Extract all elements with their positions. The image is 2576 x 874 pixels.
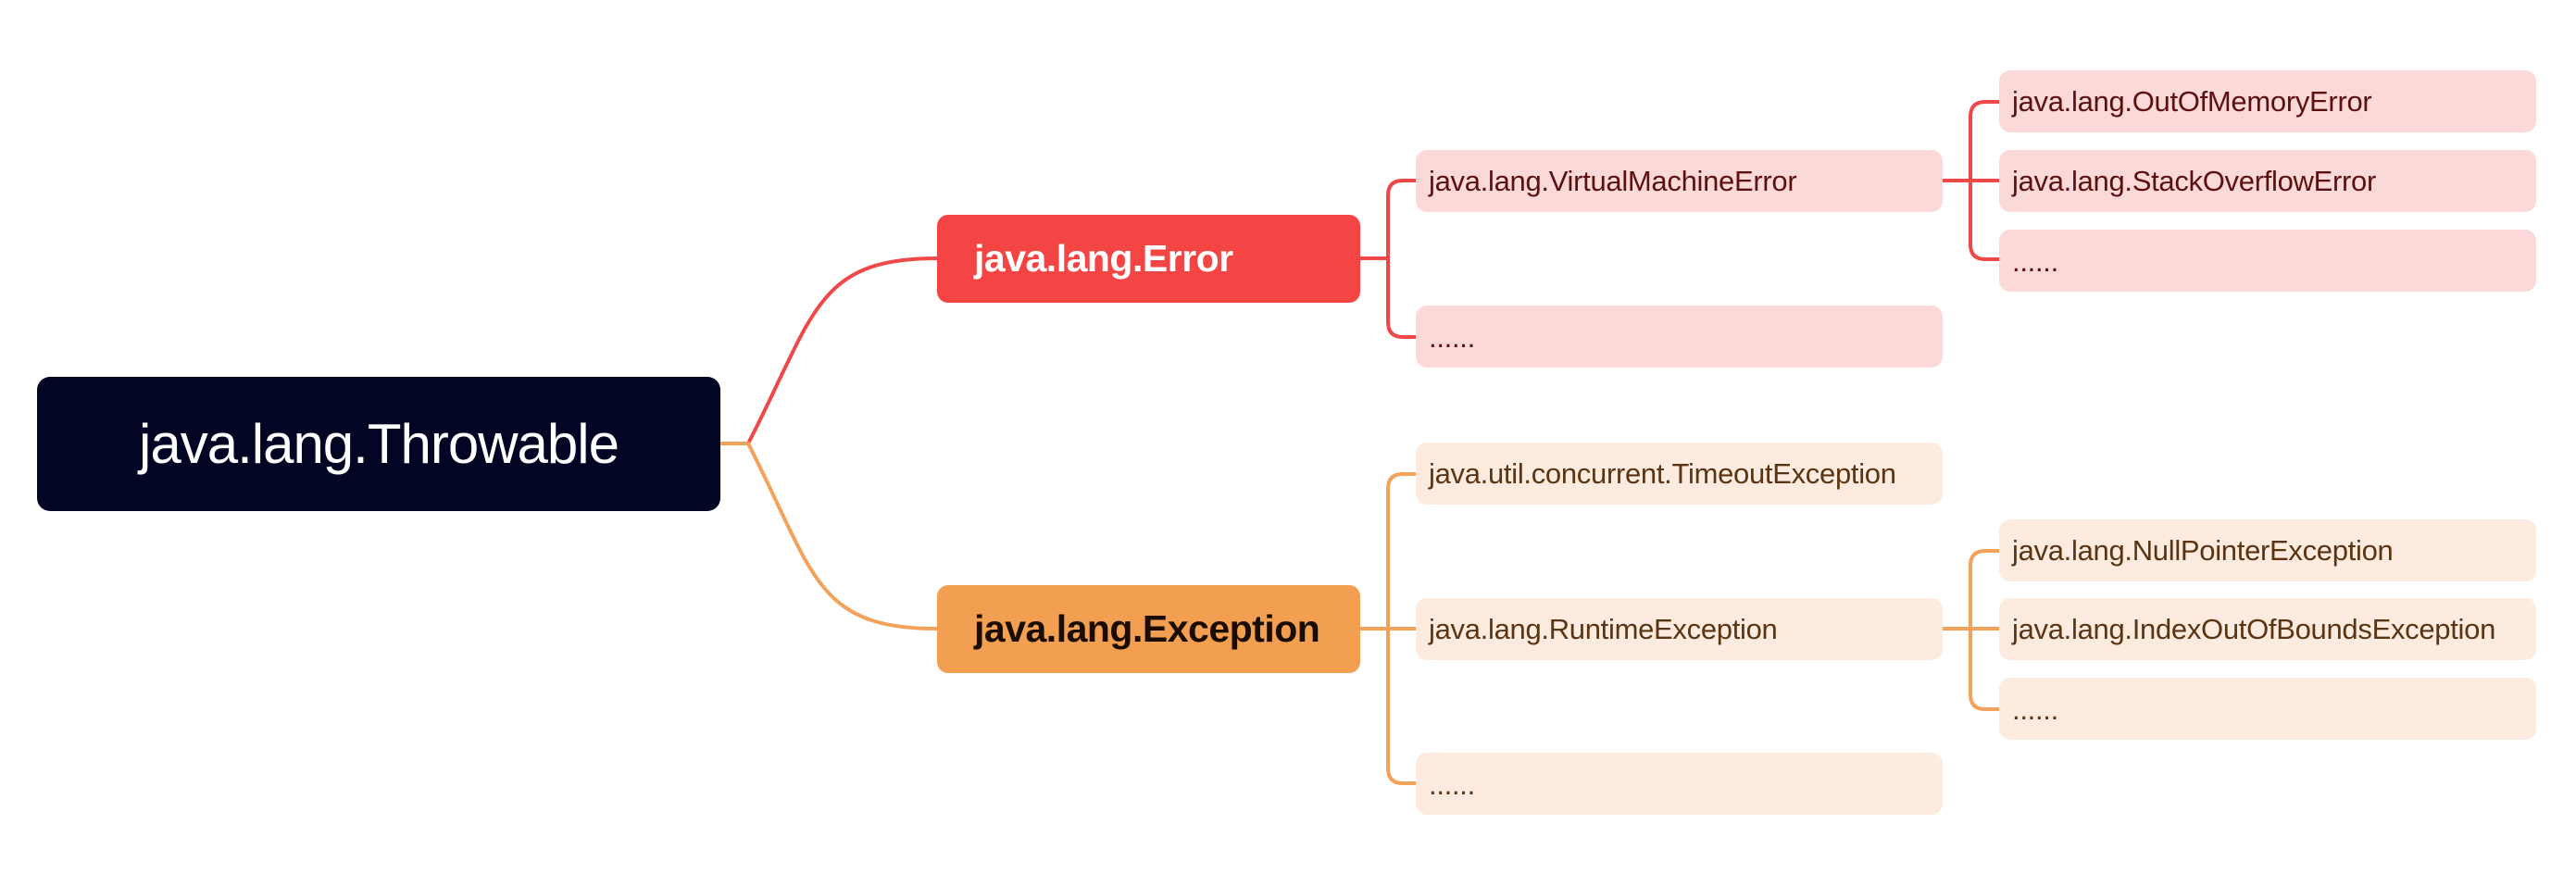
node-vm-error-more[interactable]: ...... (1999, 230, 2536, 292)
connector-exception-children (1358, 472, 1418, 785)
node-exception-more[interactable]: ...... (1416, 753, 1943, 815)
connector-root-exception (719, 442, 939, 631)
node-error-more[interactable]: ...... (1416, 306, 1943, 368)
branch-node-exception[interactable]: java.lang.Exception (937, 585, 1360, 673)
node-runtime-exception-more[interactable]: ...... (1999, 678, 2536, 740)
node-timeout-exception[interactable]: java.util.concurrent.TimeoutException (1416, 443, 1943, 505)
node-stack-overflow-error[interactable]: java.lang.StackOverflowError (1999, 150, 2536, 212)
connector-vme-children (1941, 100, 2001, 261)
node-out-of-memory-error[interactable]: java.lang.OutOfMemoryError (1999, 70, 2536, 132)
node-index-out-of-bounds-exception[interactable]: java.lang.IndexOutOfBoundsException (1999, 598, 2536, 660)
root-node-throwable[interactable]: java.lang.Throwable (37, 377, 720, 511)
branch-node-error[interactable]: java.lang.Error (937, 215, 1360, 303)
node-virtual-machine-error[interactable]: java.lang.VirtualMachineError (1416, 150, 1943, 212)
connector-root-error (746, 256, 939, 445)
node-runtime-exception[interactable]: java.lang.RuntimeException (1416, 598, 1943, 660)
node-null-pointer-exception[interactable]: java.lang.NullPointerException (1999, 519, 2536, 581)
connector-runtime-children (1941, 549, 2001, 711)
connector-error-children (1358, 179, 1418, 339)
